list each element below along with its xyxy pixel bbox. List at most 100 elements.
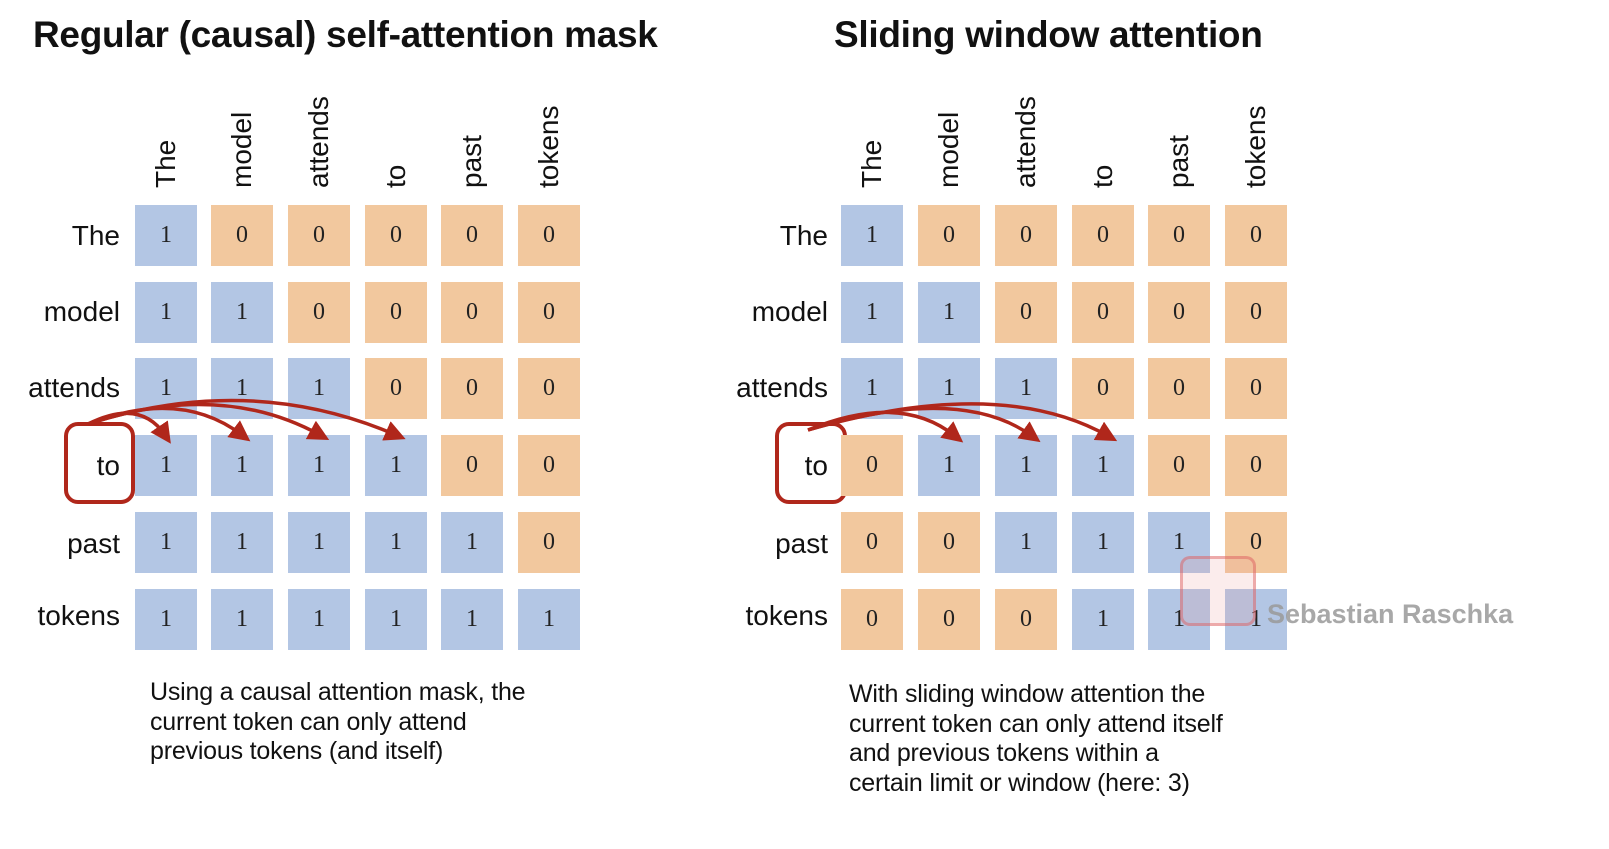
mask-cell: 1 xyxy=(518,589,580,650)
mask-cell: 0 xyxy=(1148,435,1210,496)
mask-cell: 0 xyxy=(1072,282,1134,343)
mask-cell: 1 xyxy=(288,435,350,496)
mask-cell: 0 xyxy=(1225,435,1287,496)
row-label-past: past xyxy=(775,528,828,559)
watermark-logo-icon xyxy=(1180,556,1256,626)
row-label-to: to xyxy=(96,450,120,481)
mask-cell: 0 xyxy=(1225,282,1287,343)
mask-cell: 0 xyxy=(441,358,503,419)
caption-line: previous tokens (and itself) xyxy=(150,737,444,765)
mask-cell: 0 xyxy=(518,282,580,343)
current-token-highlight xyxy=(64,422,135,504)
caption-line: current token can only attend xyxy=(150,707,467,736)
mask-cell: 1 xyxy=(995,435,1057,496)
mask-cell: 0 xyxy=(518,205,580,266)
row-label-tokens: tokens xyxy=(37,600,121,631)
mask-cell: 1 xyxy=(995,358,1057,419)
col-label-tokens: tokens xyxy=(1240,105,1271,189)
mask-cell: 0 xyxy=(841,435,903,496)
caption-line: certain limit or window (here: 3) xyxy=(849,768,1190,797)
col-label-the: The xyxy=(150,139,181,188)
mask-cell: 0 xyxy=(441,435,503,496)
mask-cell: 0 xyxy=(1072,358,1134,419)
mask-cell: 0 xyxy=(918,512,980,573)
watermark: Sebastian Raschka xyxy=(1267,599,1514,629)
mask-cell: 1 xyxy=(288,589,350,650)
mask-cell: 0 xyxy=(1225,205,1287,266)
mask-cell: 0 xyxy=(1148,358,1210,419)
mask-cell: 1 xyxy=(365,589,427,650)
mask-cell: 0 xyxy=(441,205,503,266)
mask-cell: 1 xyxy=(995,512,1057,573)
current-token-highlight xyxy=(775,422,847,504)
mask-cell: 1 xyxy=(918,435,980,496)
mask-cell: 1 xyxy=(918,358,980,419)
mask-cell: 0 xyxy=(365,358,427,419)
mask-cell: 0 xyxy=(995,589,1057,650)
right-caption: With sliding window attention the curren… xyxy=(849,680,1223,798)
row-label-the: The xyxy=(71,220,120,251)
mask-cell: 1 xyxy=(841,358,903,419)
mask-cell: 1 xyxy=(135,282,197,343)
mask-cell: 1 xyxy=(1072,435,1134,496)
row-label-model: model xyxy=(751,296,828,327)
mask-cell: 0 xyxy=(995,205,1057,266)
col-label-tokens: tokens xyxy=(533,105,564,189)
mask-cell: 1 xyxy=(211,435,273,496)
mask-cell: 1 xyxy=(841,282,903,343)
col-label-model: model xyxy=(933,111,964,188)
col-label-past: past xyxy=(1163,135,1194,188)
col-label-past: past xyxy=(456,135,487,188)
col-label-to: to xyxy=(380,164,411,188)
mask-cell: 0 xyxy=(518,512,580,573)
mask-cell: 1 xyxy=(441,589,503,650)
mask-cell: 1 xyxy=(1072,589,1134,650)
mask-cell: 0 xyxy=(918,205,980,266)
caption-line: With sliding window attention the xyxy=(849,680,1206,708)
mask-cell: 0 xyxy=(1148,205,1210,266)
caption-line: current token can only attend itself xyxy=(849,709,1223,738)
caption-line: Using a causal attention mask, the xyxy=(150,678,526,706)
right-title: Sliding window attention xyxy=(834,14,1263,55)
mask-cell: 0 xyxy=(841,589,903,650)
mask-cell: 1 xyxy=(441,512,503,573)
mask-cell: 1 xyxy=(135,205,197,266)
mask-cell: 1 xyxy=(211,282,273,343)
mask-cell: 1 xyxy=(211,358,273,419)
mask-cell: 1 xyxy=(288,512,350,573)
left-caption: Using a causal attention mask, the curre… xyxy=(150,678,526,767)
row-label-attends: attends xyxy=(28,372,120,403)
mask-cell: 1 xyxy=(211,589,273,650)
col-label-attends: attends xyxy=(303,96,334,188)
col-label-the: The xyxy=(856,139,887,188)
mask-cell: 0 xyxy=(1072,205,1134,266)
mask-cell: 0 xyxy=(288,282,350,343)
row-label-past: past xyxy=(67,528,120,559)
mask-cell: 1 xyxy=(135,589,197,650)
col-label-to: to xyxy=(1087,164,1118,188)
row-label-the: The xyxy=(779,220,828,251)
mask-cell: 1 xyxy=(841,205,903,266)
row-label-to: to xyxy=(804,450,828,481)
caption-line: and previous tokens within a xyxy=(849,739,1159,767)
row-label-model: model xyxy=(43,296,120,327)
mask-cell: 0 xyxy=(441,282,503,343)
mask-cell: 1 xyxy=(135,512,197,573)
mask-cell: 0 xyxy=(841,512,903,573)
mask-cell: 0 xyxy=(1225,358,1287,419)
row-label-tokens: tokens xyxy=(745,600,829,631)
mask-cell: 0 xyxy=(211,205,273,266)
mask-cell: 0 xyxy=(1148,282,1210,343)
mask-cell: 1 xyxy=(288,358,350,419)
row-label-attends: attends xyxy=(736,372,828,403)
mask-cell: 1 xyxy=(1072,512,1134,573)
mask-cell: 1 xyxy=(135,435,197,496)
mask-cell: 1 xyxy=(135,358,197,419)
mask-cell: 1 xyxy=(365,435,427,496)
left-title: Regular (causal) self-attention mask xyxy=(33,14,658,55)
mask-cell: 0 xyxy=(365,282,427,343)
mask-cell: 0 xyxy=(518,358,580,419)
